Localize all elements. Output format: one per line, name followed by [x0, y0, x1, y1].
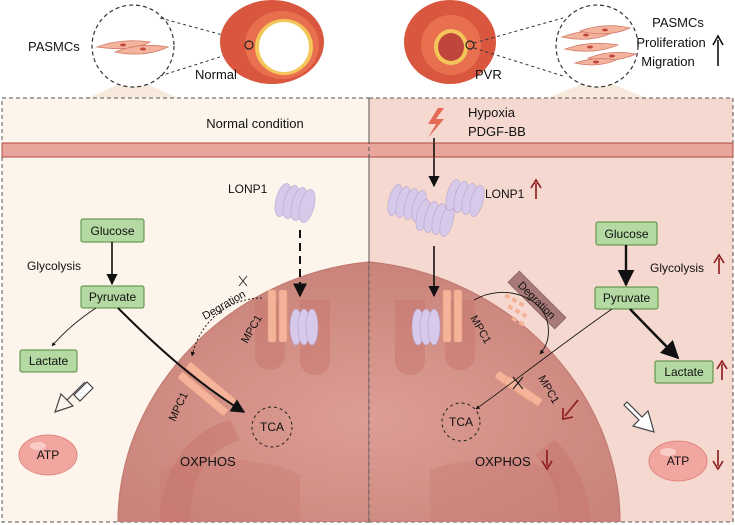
- right-pyruvate-label: Pyruvate: [603, 291, 651, 305]
- right-atp-hollow-arrow: [623, 401, 655, 433]
- right-lactate-box: [654, 360, 714, 384]
- right-degradation-arrow: [473, 291, 549, 355]
- left-mpc1-top-bar: [278, 289, 288, 343]
- left-atp-hollow-arrow: [54, 381, 86, 413]
- left-degradation-block-icon: [238, 275, 248, 287]
- left-lonp1-bound-icon: [289, 308, 319, 346]
- right-atp-highlight: [660, 448, 676, 456]
- normal-vessel-icon: [220, 0, 324, 84]
- left-glycolysis-label: Glycolysis: [27, 259, 81, 273]
- left-tca-cycle: [251, 406, 293, 448]
- migration-label: Migration: [641, 54, 694, 69]
- right-atp-label: ATP: [667, 454, 689, 468]
- left-cell-label: PASMCs: [28, 39, 80, 54]
- left-lonp1-icon: [274, 183, 316, 223]
- degradation-fragments-icon: [504, 293, 528, 327]
- left-pyruvate-to-tca-arrow: [117, 307, 246, 413]
- membrane-band: [1, 142, 734, 158]
- proliferation-label: Proliferation: [636, 35, 705, 50]
- left-tca-label: TCA: [260, 420, 284, 434]
- right-lonp1-label: LONP1: [485, 187, 525, 201]
- right-oxphos-down-icon: [541, 450, 553, 471]
- right-mpc1-down-icon: [562, 399, 579, 420]
- normal-label: Normal: [195, 67, 237, 82]
- left-panel: Normal condition Glucose Glycolysis Pyru…: [1, 97, 370, 523]
- right-lonp1-cluster-icon: [387, 179, 485, 237]
- right-mpc1-side-bar: [503, 376, 543, 406]
- right-pyruvate-box: [594, 286, 659, 310]
- left-pyruvate-to-lactate-arrow: [51, 307, 97, 347]
- left-panel-title: Normal condition: [206, 116, 304, 131]
- right-cell-label: PASMCs: [652, 15, 704, 30]
- right-lactate-up-icon: [716, 359, 728, 380]
- right-glycolysis-up-icon: [713, 253, 725, 274]
- right-cells-icon: [560, 25, 638, 66]
- left-lonp1-label: LONP1: [228, 182, 268, 196]
- left-pyruvate-box: [80, 285, 145, 309]
- right-oxphos-label: OXPHOS: [475, 454, 531, 469]
- left-oxphos-label: OXPHOS: [180, 454, 236, 469]
- pvr-label: PVR: [475, 67, 502, 82]
- hypoxia-lightning-icon: [428, 108, 444, 138]
- left-spotlight: [88, 78, 178, 98]
- pvr-vessel-icon: [404, 0, 496, 84]
- right-pyruvate-to-lactate-arrow: [629, 308, 680, 360]
- right-mpc1-top-bar: [442, 289, 452, 343]
- right-lonp1-up-icon: [530, 178, 542, 199]
- right-glycolysis-label: Glycolysis: [650, 261, 704, 275]
- right-mpc1-top-bar: [453, 289, 463, 343]
- right-panel: Hypoxia PDGF-BB LONP1: [368, 97, 734, 523]
- left-atp-label: ATP: [37, 448, 59, 462]
- left-pyruvate-label: Pyruvate: [89, 290, 137, 304]
- left-cells-icon: [95, 40, 170, 55]
- pdgf-label: PDGF-BB: [468, 124, 526, 139]
- left-mpc1-side-bar: [177, 372, 229, 416]
- right-atp-down-icon: [712, 450, 724, 471]
- left-mpc1-top-bar: [267, 289, 277, 343]
- left-atp-hollow-arrow-body: [73, 381, 94, 402]
- left-atp-highlight: [30, 442, 46, 450]
- right-transport-block-icon: [512, 376, 524, 390]
- right-tca-cycle: [441, 402, 481, 442]
- right-lonp1-bound-icon: [411, 308, 441, 346]
- right-spotlight: [547, 78, 647, 98]
- hypoxia-label: Hypoxia: [468, 105, 516, 120]
- left-lactate-box: [19, 349, 78, 373]
- right-tca-label: TCA: [449, 415, 473, 429]
- left-glucose-label: Glucose: [90, 224, 134, 238]
- left-lactate-label: Lactate: [29, 354, 69, 368]
- proliferation-up-icon: [712, 34, 724, 66]
- header-section: PASMCs Normal PVR: [28, 0, 724, 98]
- right-pyruvate-to-tca-arrow: [475, 308, 613, 410]
- right-lactate-label: Lactate: [664, 365, 704, 379]
- right-glucose-label: Glucose: [604, 227, 648, 241]
